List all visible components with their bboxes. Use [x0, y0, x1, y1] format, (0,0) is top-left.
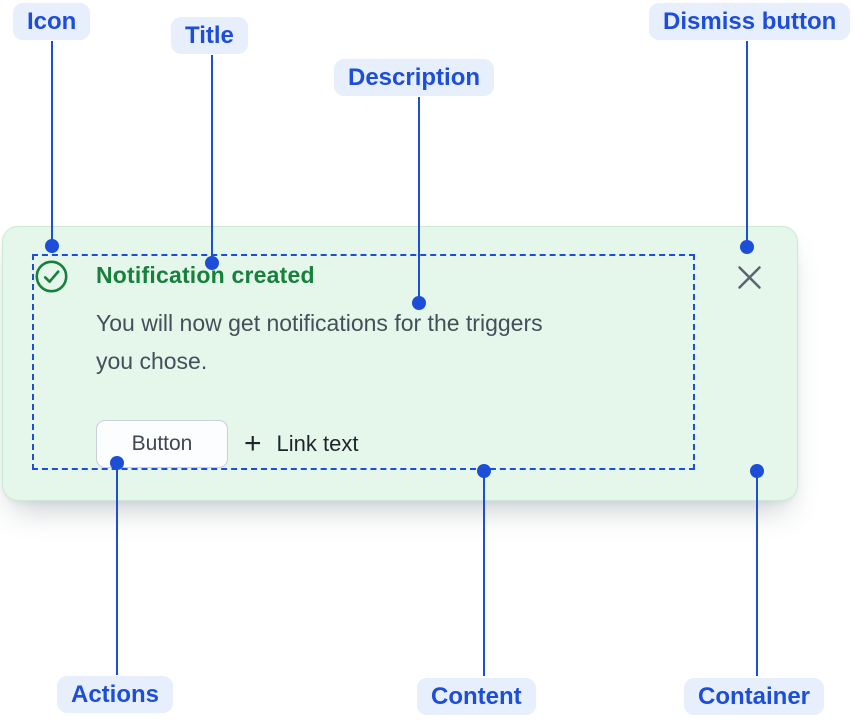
success-check-circle-icon — [35, 260, 68, 293]
callout-label-description: Description — [334, 59, 495, 96]
close-icon — [737, 265, 762, 290]
flag-description-line-2: you chose. — [96, 348, 208, 374]
container-callout-dot — [750, 464, 764, 478]
container-callout-line — [756, 471, 758, 676]
flag-action-link[interactable]: + Link text — [244, 420, 358, 468]
actions-callout-dot — [110, 456, 124, 470]
content-callout-line — [483, 471, 485, 676]
callout-label-title: Title — [171, 17, 248, 54]
callout-label-icon: Icon — [13, 3, 91, 40]
callout-label-dismiss: Dismiss button — [649, 3, 851, 40]
title-callout-dot — [205, 256, 219, 270]
plus-icon: + — [244, 427, 262, 460]
flag-action-link-label: Link text — [276, 431, 359, 456]
dismiss-button[interactable] — [731, 259, 768, 296]
icon-callout-dot — [45, 239, 59, 253]
actions-callout-line — [116, 463, 118, 675]
description-callout-dot — [412, 296, 426, 310]
callout-label-content: Content — [417, 678, 536, 715]
content-callout-dot — [477, 464, 491, 478]
title-callout-line — [211, 55, 213, 258]
flag-actions: Button + Link text — [96, 419, 358, 469]
icon-callout-line — [51, 41, 53, 241]
dismiss-callout-line — [746, 41, 748, 241]
flag-description-line-1: You will now get notifications for the t… — [96, 310, 543, 336]
flag-container: Notification created You will now get no… — [2, 226, 798, 501]
flag-description: You will now get notifications for the t… — [96, 304, 543, 380]
description-callout-line — [418, 97, 420, 298]
dismiss-callout-dot — [740, 240, 754, 254]
callout-label-actions: Actions — [57, 676, 174, 713]
callout-label-container: Container — [684, 678, 825, 715]
content-area-outline — [32, 254, 695, 470]
